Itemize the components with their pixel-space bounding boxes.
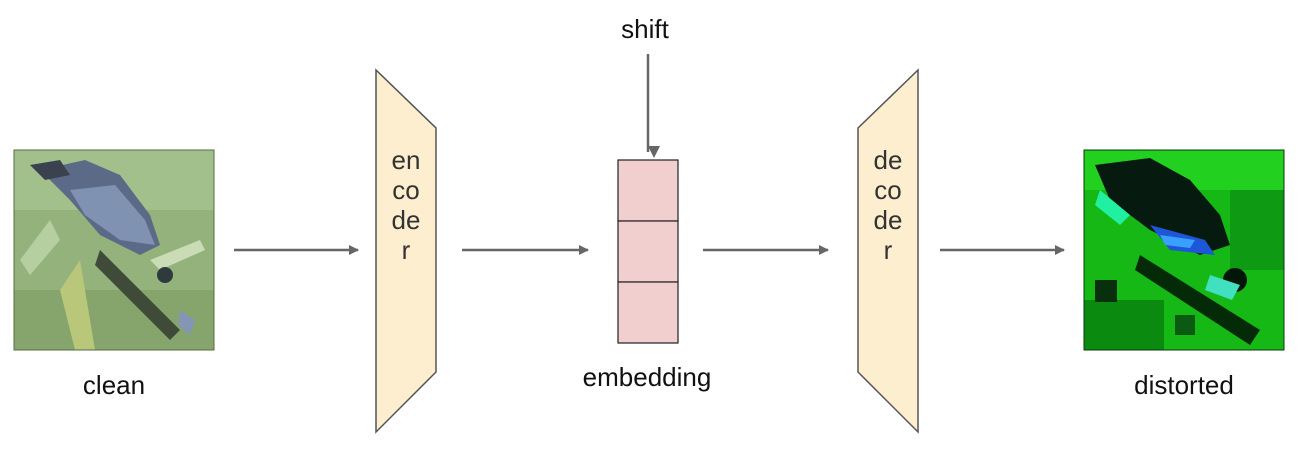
embedding-cell (617, 220, 679, 283)
distorted-image (1083, 149, 1285, 351)
distorted-label: distorted (1134, 370, 1234, 400)
embedding-cell (617, 159, 679, 222)
shift-label: shift (621, 14, 669, 44)
decoder-block (857, 68, 919, 434)
embedding-cell (617, 281, 679, 344)
encoder-block (375, 68, 437, 434)
clean-label: clean (82, 370, 146, 400)
decoder-label: decoder (873, 145, 903, 265)
encoder-label: encoder (391, 145, 421, 265)
embedding-label: embedding (582, 362, 712, 392)
clean-image (13, 149, 215, 351)
embedding-vector (617, 159, 679, 344)
